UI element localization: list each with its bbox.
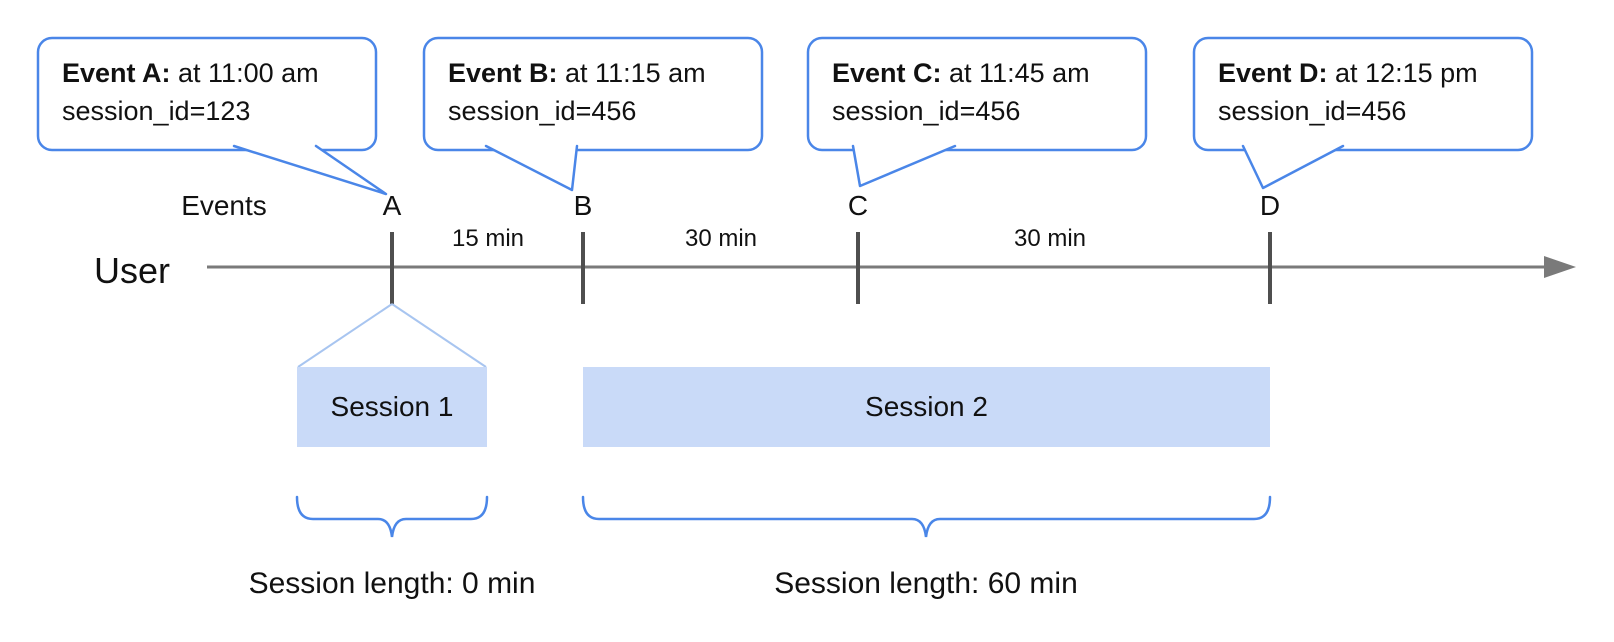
session-1-label: Session 1 — [330, 391, 454, 422]
callout-line1-event-a: Event A: at 11:00 am — [62, 54, 354, 92]
session-2-length-label: Session length: 60 min — [774, 567, 1078, 600]
callout-event-c-session-id: session_id=456 — [832, 96, 1021, 126]
callout-event-c-time: at 11:45 am — [941, 58, 1090, 88]
timeline-arrowhead-icon — [1544, 256, 1576, 278]
callout-text-event-b: Event B: at 11:15 am session_id=456 — [448, 54, 740, 130]
interval-label-a-b: 15 min — [451, 225, 525, 252]
callout-text-event-a: Event A: at 11:00 am session_id=123 — [62, 54, 354, 130]
callout-event-a-time: at 11:00 am — [170, 58, 319, 88]
callout-text-event-c: Event C: at 11:45 am session_id=456 — [832, 54, 1124, 130]
event-label-c: C — [847, 190, 869, 221]
callout-event-b-session-id: session_id=456 — [448, 96, 637, 126]
callout-line1-event-d: Event D: at 12:15 pm — [1218, 54, 1510, 92]
event-label-b: B — [573, 190, 593, 221]
callout-event-d-name: Event D: — [1218, 58, 1328, 88]
callout-event-a-session-id: session_id=123 — [62, 96, 251, 126]
session-2-label: Session 2 — [865, 391, 988, 422]
callout-event-a-name: Event A: — [62, 58, 171, 88]
callout-bubble-event-d — [1192, 36, 1534, 152]
session-1-box — [297, 367, 487, 447]
session-2-box — [583, 367, 1270, 447]
session-1-connector-left-line — [297, 303, 393, 368]
callout-event-d-time: at 12:15 pm — [1327, 58, 1478, 88]
interval-label-c-d: 30 min — [1013, 225, 1087, 252]
callout-event-b-time: at 11:15 am — [557, 58, 706, 88]
callout-bubble-event-a — [36, 36, 378, 152]
callout-tail-event-d — [1241, 144, 1345, 190]
interval-label-b-c: 30 min — [684, 225, 758, 252]
callout-bubble-event-b — [422, 36, 764, 152]
user-label: User — [94, 250, 171, 291]
callout-text-event-d: Event D: at 12:15 pm session_id=456 — [1218, 54, 1510, 130]
session-1-connector-right-line — [391, 303, 487, 368]
session-1-length-label: Session length: 0 min — [248, 567, 536, 600]
callout-event-b-name: Event B: — [448, 58, 558, 88]
event-label-a: A — [382, 190, 402, 221]
callout-line1-event-c: Event C: at 11:45 am — [832, 54, 1124, 92]
callout-tail-event-a — [232, 144, 388, 196]
callout-tail-event-b — [484, 144, 579, 192]
callout-line1-event-b: Event B: at 11:15 am — [448, 54, 740, 92]
callout-event-d-session-id: session_id=456 — [1218, 96, 1407, 126]
callout-bubble-event-c — [806, 36, 1148, 152]
session-1-brace — [295, 495, 489, 538]
callout-tail-event-c — [851, 144, 957, 188]
events-axis-label: Events — [181, 190, 267, 221]
session-2-brace — [581, 495, 1272, 538]
callout-event-c-name: Event C: — [832, 58, 942, 88]
event-label-d: D — [1259, 190, 1281, 221]
